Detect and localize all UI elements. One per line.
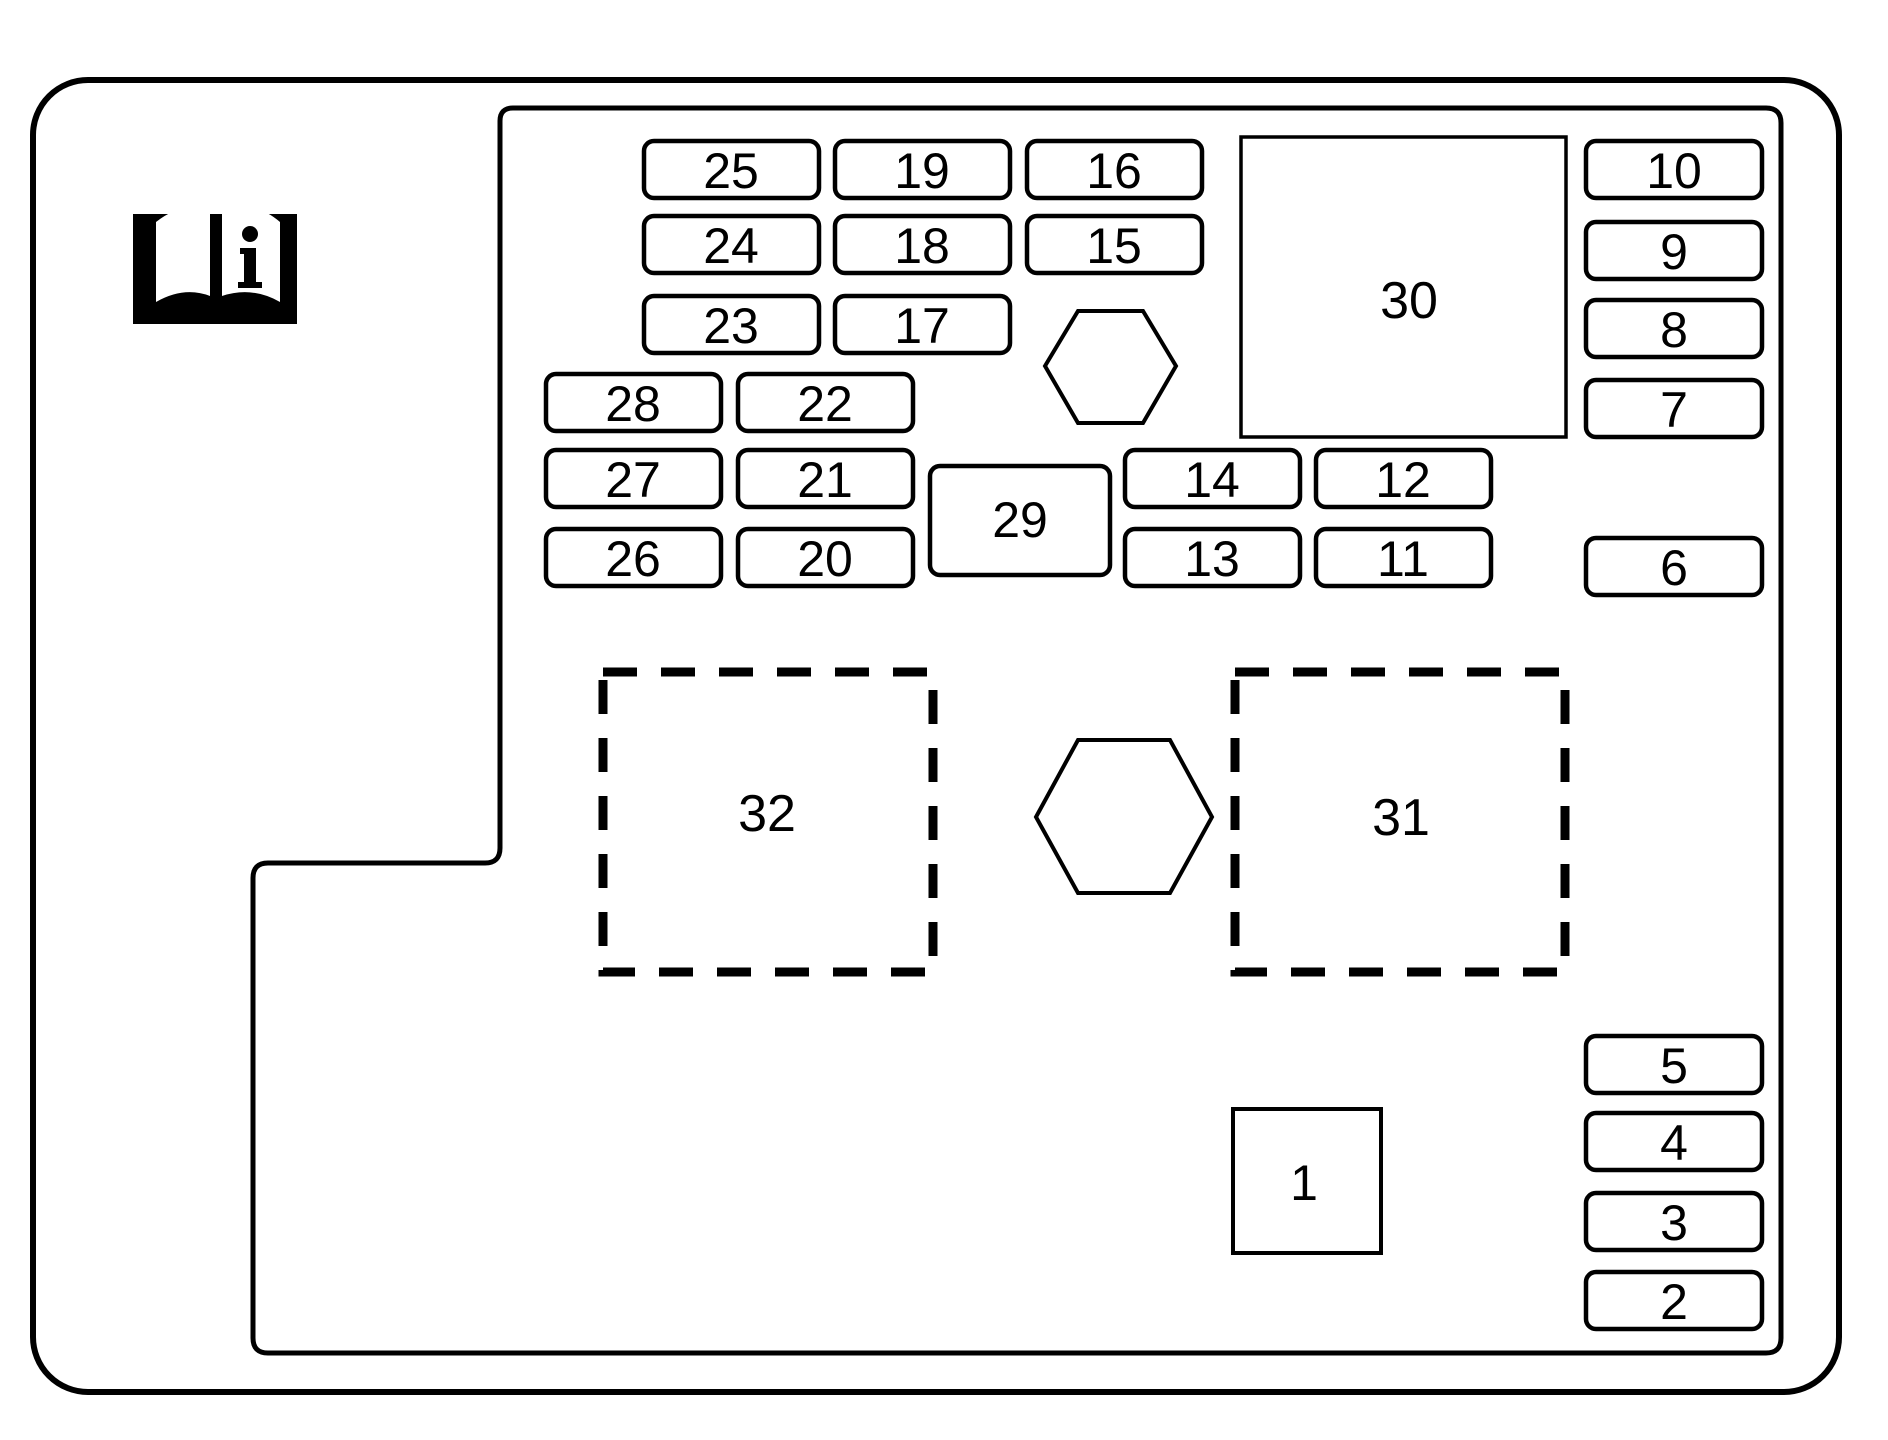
fuse-17-label: 17 <box>894 298 950 354</box>
fuse-18-label: 18 <box>894 218 950 274</box>
fuse-5-label: 5 <box>1660 1038 1688 1094</box>
fuse-14-label: 14 <box>1184 452 1240 508</box>
fuse-16: 16 <box>1024 138 1205 201</box>
relay-30: 30 <box>1239 135 1568 439</box>
fuse-25: 25 <box>641 138 822 201</box>
fuse-15-label: 15 <box>1086 218 1142 274</box>
relay-29-label: 29 <box>992 492 1048 548</box>
fuse-10: 10 <box>1583 138 1765 201</box>
fuse-7-label: 7 <box>1660 382 1688 438</box>
relay-32-label: 32 <box>738 785 796 843</box>
owner-manual-info-icon <box>133 206 297 324</box>
fuse-6: 6 <box>1583 535 1765 598</box>
fuse-27-label: 27 <box>605 452 661 508</box>
fuse-24-label: 24 <box>703 218 759 274</box>
fuse-19: 19 <box>832 138 1013 201</box>
fuse-11-label: 11 <box>1377 531 1429 587</box>
fuse-25-label: 25 <box>703 143 759 199</box>
fuse-20: 20 <box>735 526 916 589</box>
fuse-23-label: 23 <box>703 298 759 354</box>
fuse-22: 22 <box>735 371 916 434</box>
fuse-28-label: 28 <box>605 376 661 432</box>
fuse-26-label: 26 <box>605 531 661 587</box>
fuse-20-label: 20 <box>797 531 853 587</box>
fuse-18: 18 <box>832 213 1013 276</box>
fuse-14: 14 <box>1122 447 1303 510</box>
fuse-19-label: 19 <box>894 143 950 199</box>
fuse-11: 11 <box>1313 526 1494 589</box>
fuse-panel-outline <box>250 105 1784 1356</box>
fuse-27: 27 <box>543 447 724 510</box>
relay-31: 31 <box>1230 667 1570 977</box>
fuse-12: 12 <box>1313 447 1494 510</box>
fuse-26: 26 <box>543 526 724 589</box>
relay-30-label: 30 <box>1380 272 1438 330</box>
fuse-21: 21 <box>735 447 916 510</box>
fuse-3-label: 3 <box>1660 1195 1688 1251</box>
fuse-12-label: 12 <box>1375 452 1431 508</box>
fuse-5: 5 <box>1583 1033 1765 1096</box>
relay-29: 29 <box>927 463 1113 578</box>
hex-mount-lower-icon <box>1033 738 1215 895</box>
fuse-23: 23 <box>641 293 822 356</box>
fuse-4-label: 4 <box>1660 1115 1688 1171</box>
fuse-8-label: 8 <box>1660 302 1688 358</box>
fuse-28: 28 <box>543 371 724 434</box>
hex-mount-upper-icon <box>1042 309 1179 425</box>
relay-31-label: 31 <box>1372 789 1430 847</box>
fuse-9-label: 9 <box>1660 224 1688 280</box>
fuse-6-label: 6 <box>1660 540 1688 596</box>
fuse-24: 24 <box>641 213 822 276</box>
fuse-3: 3 <box>1583 1190 1765 1253</box>
relay-32: 32 <box>598 667 938 977</box>
fuse-22-label: 22 <box>797 376 853 432</box>
fuse-10-label: 10 <box>1646 143 1702 199</box>
fuse-1-label: 1 <box>1290 1155 1318 1211</box>
fuse-1: 1 <box>1231 1107 1383 1255</box>
fuse-8: 8 <box>1583 297 1765 360</box>
fuse-13: 13 <box>1122 526 1303 589</box>
fuse-13-label: 13 <box>1184 531 1240 587</box>
fuse-4: 4 <box>1583 1110 1765 1173</box>
fuse-16-label: 16 <box>1086 143 1142 199</box>
fuse-7: 7 <box>1583 377 1765 440</box>
fuse-9: 9 <box>1583 219 1765 282</box>
fuse-15: 15 <box>1024 213 1205 276</box>
outer-housing <box>30 77 1842 1395</box>
fuse-2-label: 2 <box>1660 1274 1688 1330</box>
fuse-2: 2 <box>1583 1269 1765 1332</box>
fuse-21-label: 21 <box>797 452 853 508</box>
fuse-17: 17 <box>832 293 1013 356</box>
